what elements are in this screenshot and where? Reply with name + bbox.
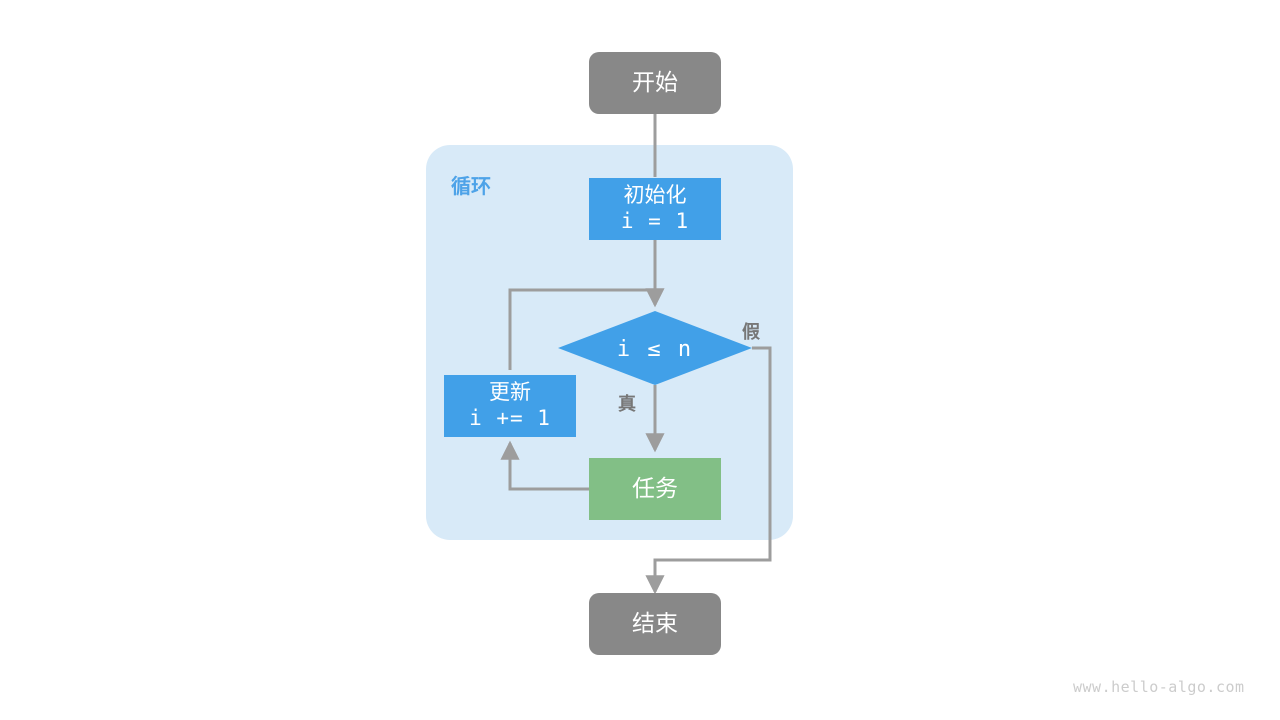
edge-label-false: 假 (742, 322, 760, 342)
node-initialization-expression: i = 1 (620, 209, 690, 233)
node-end-label: 结束 (632, 610, 678, 637)
node-condition-label: i ≤ n (616, 337, 694, 362)
node-update[interactable]: 更新 i += 1 (444, 375, 576, 437)
node-initialization[interactable]: 初始化 i = 1 (589, 178, 721, 240)
node-initialization-label: 初始化 (623, 184, 687, 208)
node-start[interactable]: 开始 (589, 52, 721, 114)
node-start-label: 开始 (632, 69, 678, 96)
loop-group-label: 循环 (451, 176, 491, 198)
node-end[interactable]: 结束 (589, 593, 721, 655)
condition-diamond[interactable] (558, 311, 752, 385)
edge-task-to-update (500, 440, 589, 491)
node-task-label: 任务 (632, 475, 678, 502)
node-task[interactable]: 任务 (589, 458, 721, 520)
edge-label-true: 真 (618, 394, 636, 414)
node-update-label: 更新 (489, 381, 531, 405)
edge-update-to-condition (508, 288, 655, 370)
edge-condition-to-end (645, 346, 772, 595)
watermark: www.hello-algo.com (1073, 678, 1245, 696)
node-update-expression: i += 1 (469, 406, 551, 430)
